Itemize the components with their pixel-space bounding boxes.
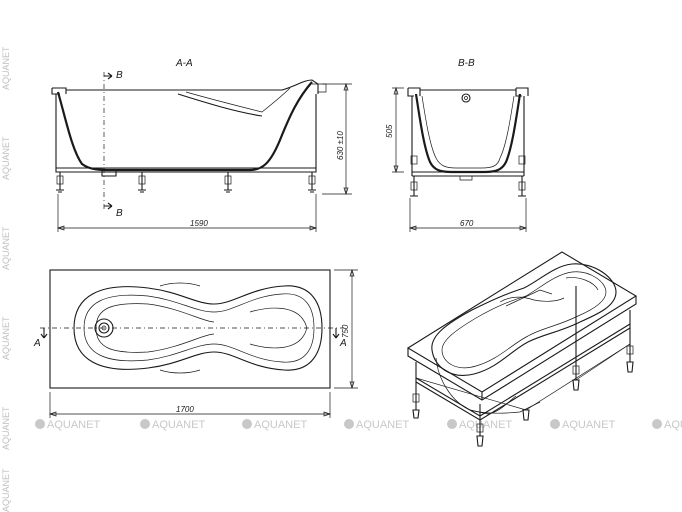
side-watermark-6: AQUANET [1, 468, 11, 512]
watermark-5: AQUANET [459, 419, 512, 431]
dim-total-width: 750 [341, 324, 350, 338]
cut-a-left-label: A [33, 338, 41, 349]
section-aa-view: A-A B B 630 ±10 [51, 58, 352, 232]
dim-inner-length: 1590 [190, 219, 208, 228]
side-watermark-5: AQUANET [1, 406, 11, 450]
section-bb-label: B-B [458, 58, 475, 69]
dim-total-length: 1700 [176, 405, 194, 414]
side-watermark-1: AQUANET [1, 46, 11, 90]
watermark-3: AQUANET [254, 419, 307, 431]
watermark-6: AQUANET [562, 419, 615, 431]
section-aa-label: A-A [175, 58, 193, 69]
watermark-4: AQUANET [356, 419, 409, 431]
cut-b-top-label: B [116, 70, 123, 81]
dim-section-width: 670 [460, 219, 474, 228]
dim-height: 630 ±10 [336, 131, 345, 160]
isometric-view [406, 251, 638, 447]
section-bb-view: B-B 505 670 [385, 58, 529, 232]
side-watermark-strip: AQUANET AQUANET AQUANET AQUANET AQUANET … [1, 46, 11, 512]
bottom-watermark-row: AQUANET AQUANET AQUANET AQUANET AQUANET … [35, 419, 682, 431]
cut-a-right-label: A [339, 338, 347, 349]
cut-b-bottom-label: B [116, 208, 123, 219]
watermark-1: AQUANET [47, 419, 100, 431]
side-watermark-4: AQUANET [1, 316, 11, 360]
dim-section-depth: 505 [385, 124, 394, 138]
plan-view: A A 750 1700 [33, 268, 358, 418]
side-watermark-2: AQUANET [1, 136, 11, 180]
watermark-2: AQUANET [152, 419, 205, 431]
watermark-7: AQUANET [664, 419, 682, 431]
side-watermark-3: AQUANET [1, 226, 11, 270]
